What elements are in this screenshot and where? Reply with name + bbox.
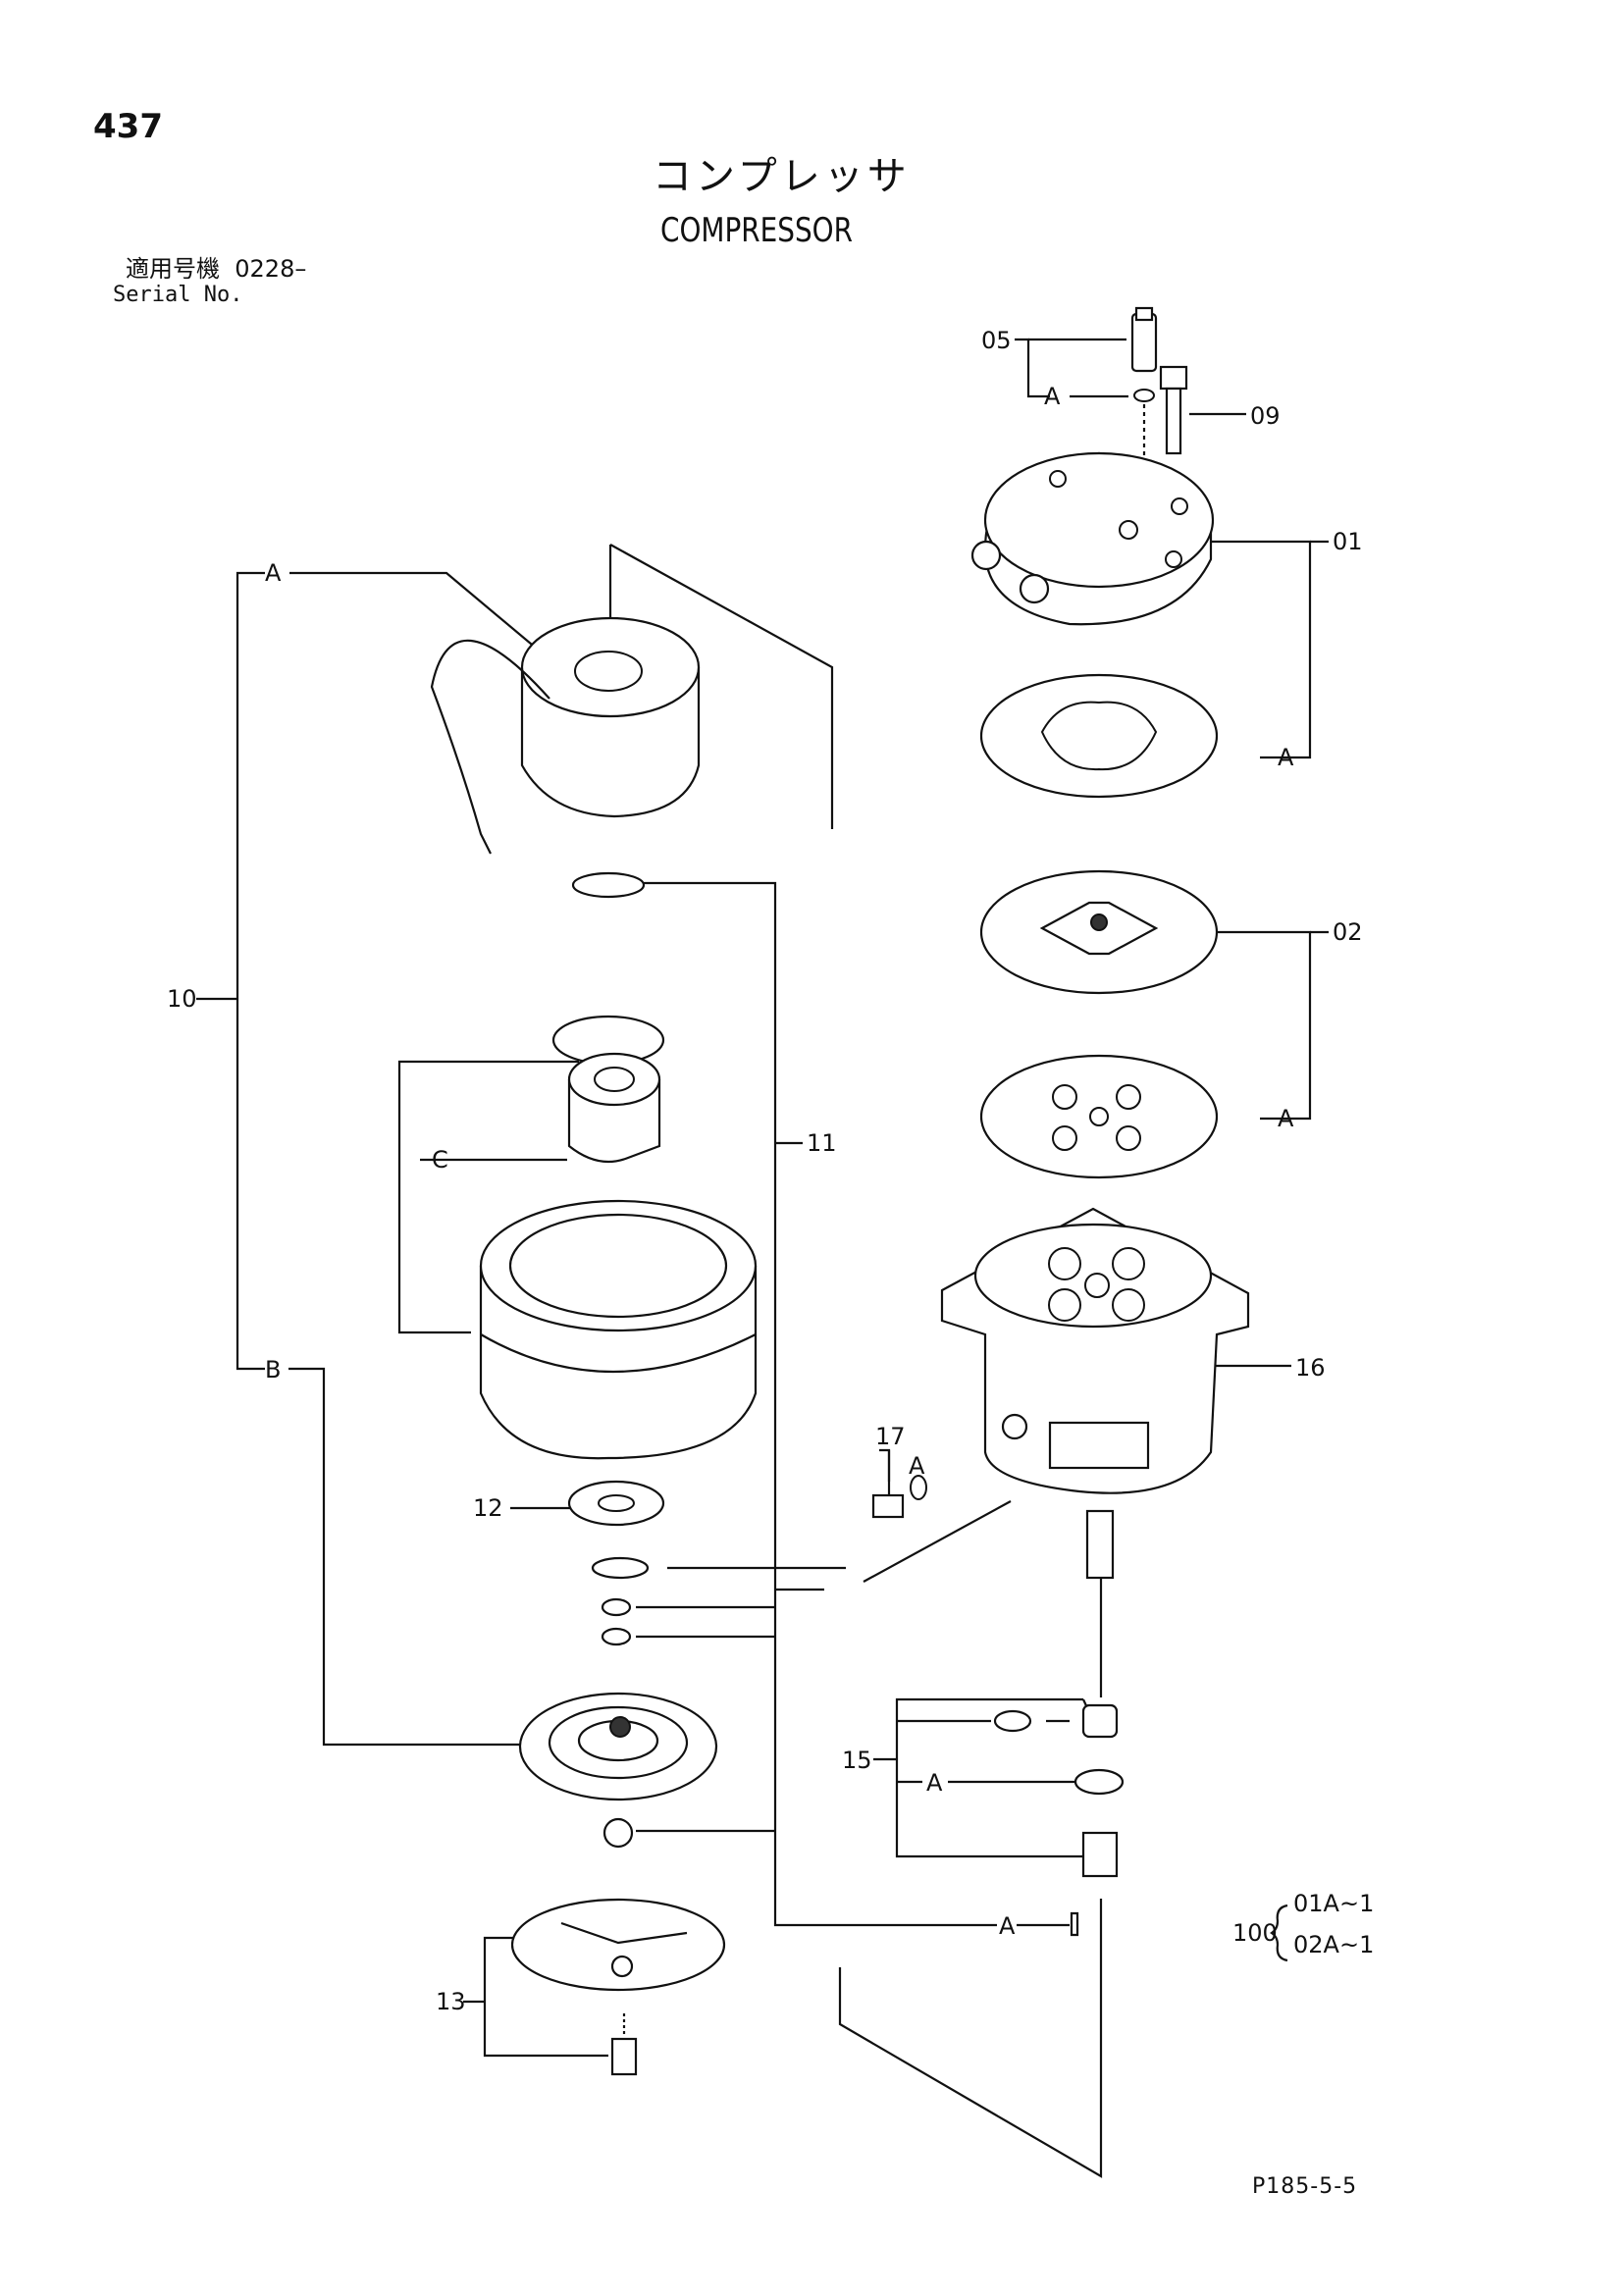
serial-label-jp: 適用号機	[126, 255, 220, 283]
footer-code: P185-5-5	[1252, 2174, 1358, 2199]
cover-13-icon	[510, 1898, 726, 2076]
callout-01: 01	[1333, 528, 1363, 555]
callout-labels: 05 A 09 01 A 02 A 16 17 A A 10 B C 11 12…	[167, 327, 1374, 2015]
page-number: 437	[93, 107, 163, 146]
clutch-coil-icon	[430, 616, 701, 855]
callout-a-02: A	[1278, 1105, 1294, 1132]
callout-17: 17	[875, 1423, 906, 1450]
callout-c: C	[432, 1146, 448, 1174]
cylinder-head-01-icon	[970, 451, 1215, 626]
kit-line-1: 01A~1	[1293, 1890, 1374, 1917]
snap-ring-icon	[551, 871, 665, 1066]
pulley-icon	[479, 1199, 758, 1460]
valve-plate-gasket-icon	[979, 673, 1219, 799]
bearing-icon	[567, 1052, 661, 1164]
page-title: COMPRESSOR	[660, 211, 853, 250]
washers-icon	[591, 1556, 650, 1646]
callout-a-15: A	[926, 1769, 943, 1797]
bolt-09-icon	[1159, 365, 1188, 455]
callout-05: 05	[981, 327, 1012, 354]
callout-16: 16	[1295, 1354, 1326, 1382]
valve-05-icon	[1130, 306, 1158, 402]
kit-line-2: 02A~1	[1293, 1931, 1374, 1958]
nut-icon	[602, 1817, 634, 1849]
armature-plate-icon	[518, 1692, 718, 1801]
serial-value: 0228–	[235, 255, 307, 283]
serial-label: Serial No.	[113, 283, 243, 307]
callout-12: 12	[473, 1494, 503, 1522]
callout-11: 11	[807, 1129, 837, 1157]
shaft-seal-15-icon	[993, 1703, 1125, 1937]
callout-a-10: A	[265, 559, 282, 587]
callout-a-05: A	[1044, 383, 1061, 410]
callout-02: 02	[1333, 918, 1363, 946]
callout-15: 15	[842, 1747, 872, 1774]
shim-12-icon	[567, 1480, 665, 1527]
callout-13: 13	[436, 1988, 466, 2015]
plug-17-icon	[871, 1475, 927, 1519]
callout-10: 10	[167, 985, 197, 1013]
serial-label-japanese: 適用号機 0228–	[126, 257, 306, 281]
callout-09: 09	[1250, 402, 1281, 430]
valve-plate-lower-icon	[979, 1054, 1219, 1179]
compressor-body-16-icon	[940, 1207, 1250, 1580]
callout-a-01: A	[1278, 744, 1294, 771]
valve-plate-02-icon	[979, 869, 1219, 995]
callout-a-key: A	[999, 1912, 1016, 1940]
callout-b: B	[265, 1356, 281, 1383]
callout-a-17: A	[909, 1452, 925, 1480]
leader-lines	[196, 338, 1329, 2178]
page-title-japanese: コンプレッサ	[653, 154, 911, 199]
